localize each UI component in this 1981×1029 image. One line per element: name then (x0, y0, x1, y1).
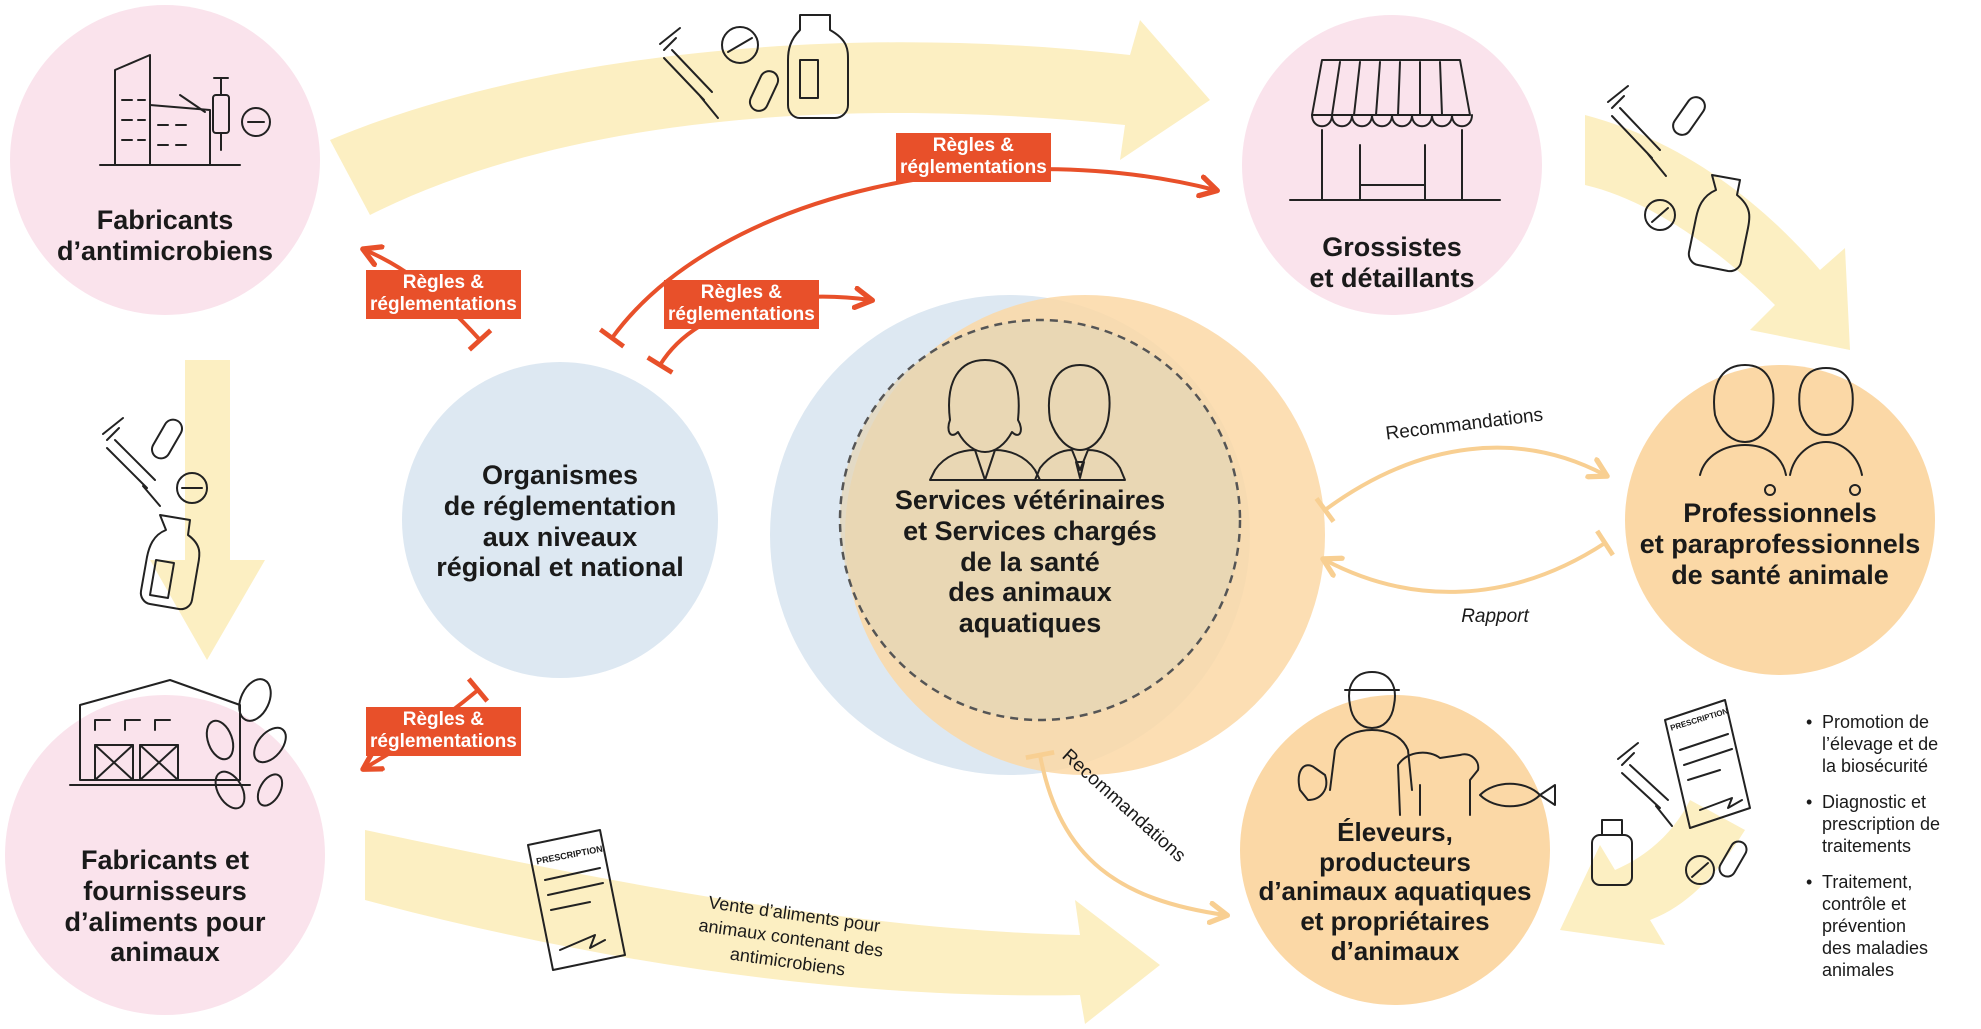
tag-line: réglementations (668, 304, 815, 326)
list-line: contrôle et (1822, 893, 1907, 914)
recommandations-right-label: Recommandations (1384, 404, 1544, 444)
label-line: Éleveurs, (1337, 817, 1453, 847)
tag-line: Règles & (932, 135, 1015, 156)
label-line: et Services chargés (903, 515, 1157, 546)
list-line: animales (1822, 959, 1895, 980)
list-line: prescription de (1822, 813, 1941, 834)
node-fabricants-antimicrobiens (10, 5, 320, 315)
label-services: Services vétérinaires et Services chargé… (865, 485, 1195, 639)
list-line: prévention (1822, 915, 1907, 936)
label-organismes: Organismes de réglementation aux niveaux… (415, 460, 705, 583)
vente-label: Vente d’aliments pour animaux contenant … (697, 892, 884, 979)
prescription-label-right: PRESCRIPTION (1669, 706, 1729, 732)
flow-left-down-arrow (150, 360, 265, 660)
farmer-animals-icon (1297, 671, 1556, 816)
label-fabricants-aliments: Fabricants et fournisseurs d’aliments po… (45, 845, 285, 968)
health-workers-icon (1699, 364, 1863, 496)
label-fabricants-antimicrobiens: Fabricants d’antimicrobiens (45, 205, 285, 267)
tag-line: réglementations (370, 731, 517, 753)
label-line: aquatiques (958, 608, 1102, 639)
tag-regles-mid: Règles & réglementations (664, 280, 819, 329)
tag-regles-left-upper: Règles & réglementations (366, 270, 521, 319)
list-line: Traitement, (1822, 871, 1913, 892)
label-professionnels: Professionnels et paraprofessionnels de … (1625, 498, 1935, 590)
prescription-icon (527, 829, 626, 971)
label-line: fournisseurs (83, 875, 247, 906)
list-line: la biosécurité (1822, 755, 1929, 776)
tag-line: réglementations (370, 294, 517, 316)
label-line: producteurs (1319, 846, 1471, 877)
barn-icon (69, 679, 251, 786)
nodes (5, 5, 1935, 1015)
rapport-label: Rapport (1461, 606, 1529, 627)
label-line: d’animaux aquatiques (1258, 876, 1532, 907)
bottle-icon (1607, 85, 1751, 273)
label-line: d’animaux (1330, 935, 1460, 966)
flow-prof-to-farmer-arrow (1560, 800, 1745, 945)
label-line: animaux (110, 937, 220, 968)
prescription-icon-right (1664, 699, 1751, 829)
label-line: Services vétérinaires (894, 485, 1166, 515)
tag-line: réglementations (900, 157, 1047, 179)
label-line: de santé animale (1671, 559, 1889, 590)
recommandations-bottom-arrow (1040, 755, 1225, 915)
label-line: Fabricants (96, 205, 234, 235)
list-line: des maladies (1822, 937, 1929, 958)
flow-top-arrow (330, 20, 1210, 215)
label-line: régional et national (436, 552, 684, 583)
label-line: d’antimicrobiens (56, 235, 274, 266)
tag-line: Règles & (402, 709, 485, 730)
pill-icon (102, 417, 208, 611)
tag-regles-top: Règles & réglementations (896, 133, 1051, 182)
label-eleveurs: Éleveurs, producteurs d’animaux aquatiqu… (1245, 817, 1545, 966)
flow-right-arrow (1585, 115, 1850, 350)
list-line: traitements (1822, 835, 1912, 856)
report-arrows (1040, 445, 1605, 915)
vets-icon (929, 359, 1126, 481)
prescription-label: PRESCRIPTION (535, 844, 603, 867)
node-fabricants-aliments (5, 695, 325, 1015)
syringe-icon-bottom (1591, 742, 1748, 886)
node-professionnels (1625, 365, 1935, 675)
activities-list: Promotion de l’élevage et de la biosécur… (1806, 712, 1981, 995)
label-line: des animaux (948, 577, 1112, 608)
icons (69, 14, 1863, 971)
node-organismes (402, 362, 718, 678)
storefront-icon (1289, 59, 1501, 201)
label-line: et propriétaires (1300, 905, 1490, 936)
flow-arrows (150, 20, 1850, 1024)
list-item: Promotion de l’élevage et de la biosécur… (1806, 712, 1981, 778)
tag-regles-left-lower: Règles & réglementations (366, 707, 521, 756)
tag-line: Règles & (402, 272, 485, 293)
syringe-icon (659, 14, 849, 119)
label-line: et détaillants (1309, 262, 1475, 293)
label-line: Professionnels (1683, 498, 1877, 528)
label-line: aux niveaux (482, 521, 638, 552)
list-line: l’élevage et de (1822, 733, 1939, 754)
label-line: de la santé (960, 546, 1100, 577)
flow-bottom-arrow (365, 830, 1160, 1024)
label-line: de réglementation (443, 490, 677, 521)
label-line: Fabricants et (80, 845, 250, 875)
tag-line: Règles & (700, 282, 783, 303)
label-line: Grossistes (1322, 232, 1462, 262)
label-line: d’aliments pour (64, 906, 266, 937)
rapport-arrow (1325, 543, 1605, 594)
node-eleveurs (1240, 695, 1550, 1005)
list-line: Diagnostic et (1822, 791, 1927, 812)
list-item: Diagnostic et prescription de traitement… (1806, 792, 1981, 858)
list-item: Traitement, contrôle et prévention des m… (1806, 872, 1981, 982)
list-line: Promotion de (1822, 712, 1930, 732)
label-line: Organismes (481, 460, 639, 490)
seeds-icon (205, 678, 287, 810)
label-grossistes: Grossistes et détaillants (1282, 232, 1502, 294)
recommandations-right-arrow (1325, 445, 1605, 510)
factory-icon (99, 54, 271, 166)
label-line: et paraprofessionnels (1639, 528, 1921, 559)
